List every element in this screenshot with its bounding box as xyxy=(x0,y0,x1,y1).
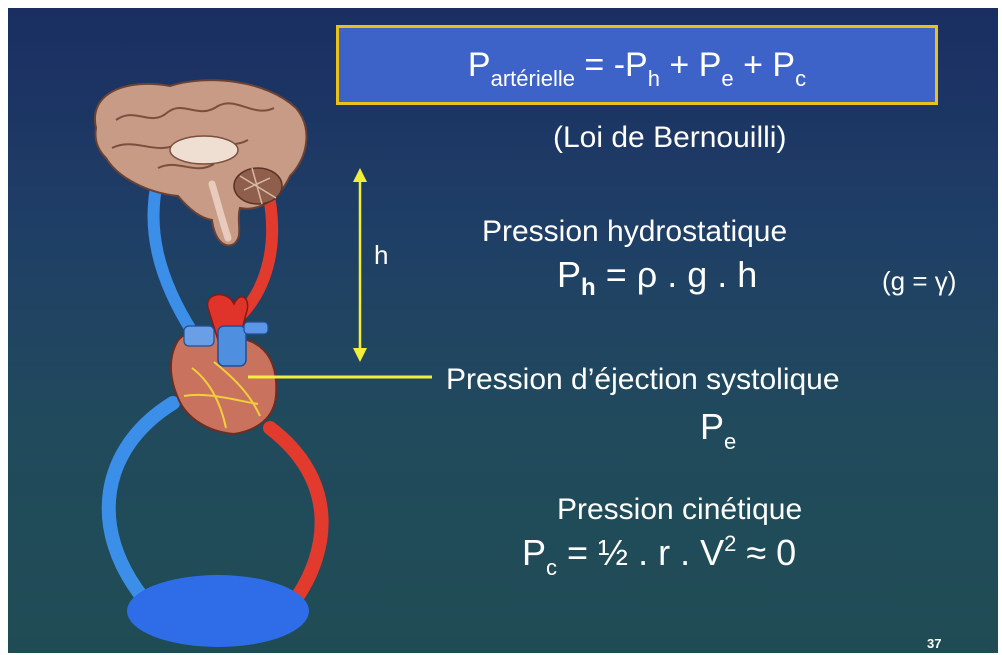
kinetic-p-subscript: c xyxy=(546,555,557,580)
formula-term-2-subscript: e xyxy=(721,66,733,91)
formula-term-2: + P xyxy=(660,46,721,84)
arterial-lower-vessel xyxy=(270,428,322,603)
body-blob xyxy=(127,575,309,647)
hydrostatic-title: Pression hydrostatique xyxy=(482,215,787,249)
kinetic-rhs: = ½ . r . V xyxy=(557,532,724,573)
kinetic-equation: Pc = ½ . r . V2 ≈ 0 xyxy=(522,531,796,581)
hydrostatic-rhs: = ρ . g . h xyxy=(596,254,758,295)
formula-p: P xyxy=(468,46,491,84)
gravity-note: (g = γ) xyxy=(882,266,956,297)
venous-lower-vessel xyxy=(109,403,173,598)
height-label: h xyxy=(374,240,388,271)
page-number: 37 xyxy=(927,636,941,651)
ejection-symbol: Pe xyxy=(700,406,736,455)
formula-term-1: = -P xyxy=(575,46,648,84)
kinetic-title: Pression cinétique xyxy=(557,493,802,527)
ejection-p: P xyxy=(700,406,724,447)
hydrostatic-p-subscript: h xyxy=(581,274,596,301)
arterial-pressure-formula: Partérielle = -Ph + Pe + Pc xyxy=(336,25,938,105)
kinetic-p: P xyxy=(522,532,546,573)
hydrostatic-p: P xyxy=(557,254,581,295)
formula-term-1-subscript: h xyxy=(648,66,660,91)
formula-term-3: + P xyxy=(734,46,795,84)
ejection-p-subscript: e xyxy=(724,429,736,454)
height-arrow xyxy=(353,168,367,362)
hydrostatic-equation: Ph = ρ . g . h xyxy=(557,254,757,302)
kinetic-tail: ≈ 0 xyxy=(736,532,796,573)
slide: Partérielle = -Ph + Pe + Pc (Loi de Bern… xyxy=(8,8,998,653)
ejection-title: Pression d’éjection systolique xyxy=(446,363,840,397)
law-caption: (Loi de Bernouilli) xyxy=(553,121,786,155)
formula-p-subscript: artérielle xyxy=(491,66,575,91)
formula-term-3-subscript: c xyxy=(795,66,806,91)
kinetic-exponent: 2 xyxy=(724,531,736,556)
